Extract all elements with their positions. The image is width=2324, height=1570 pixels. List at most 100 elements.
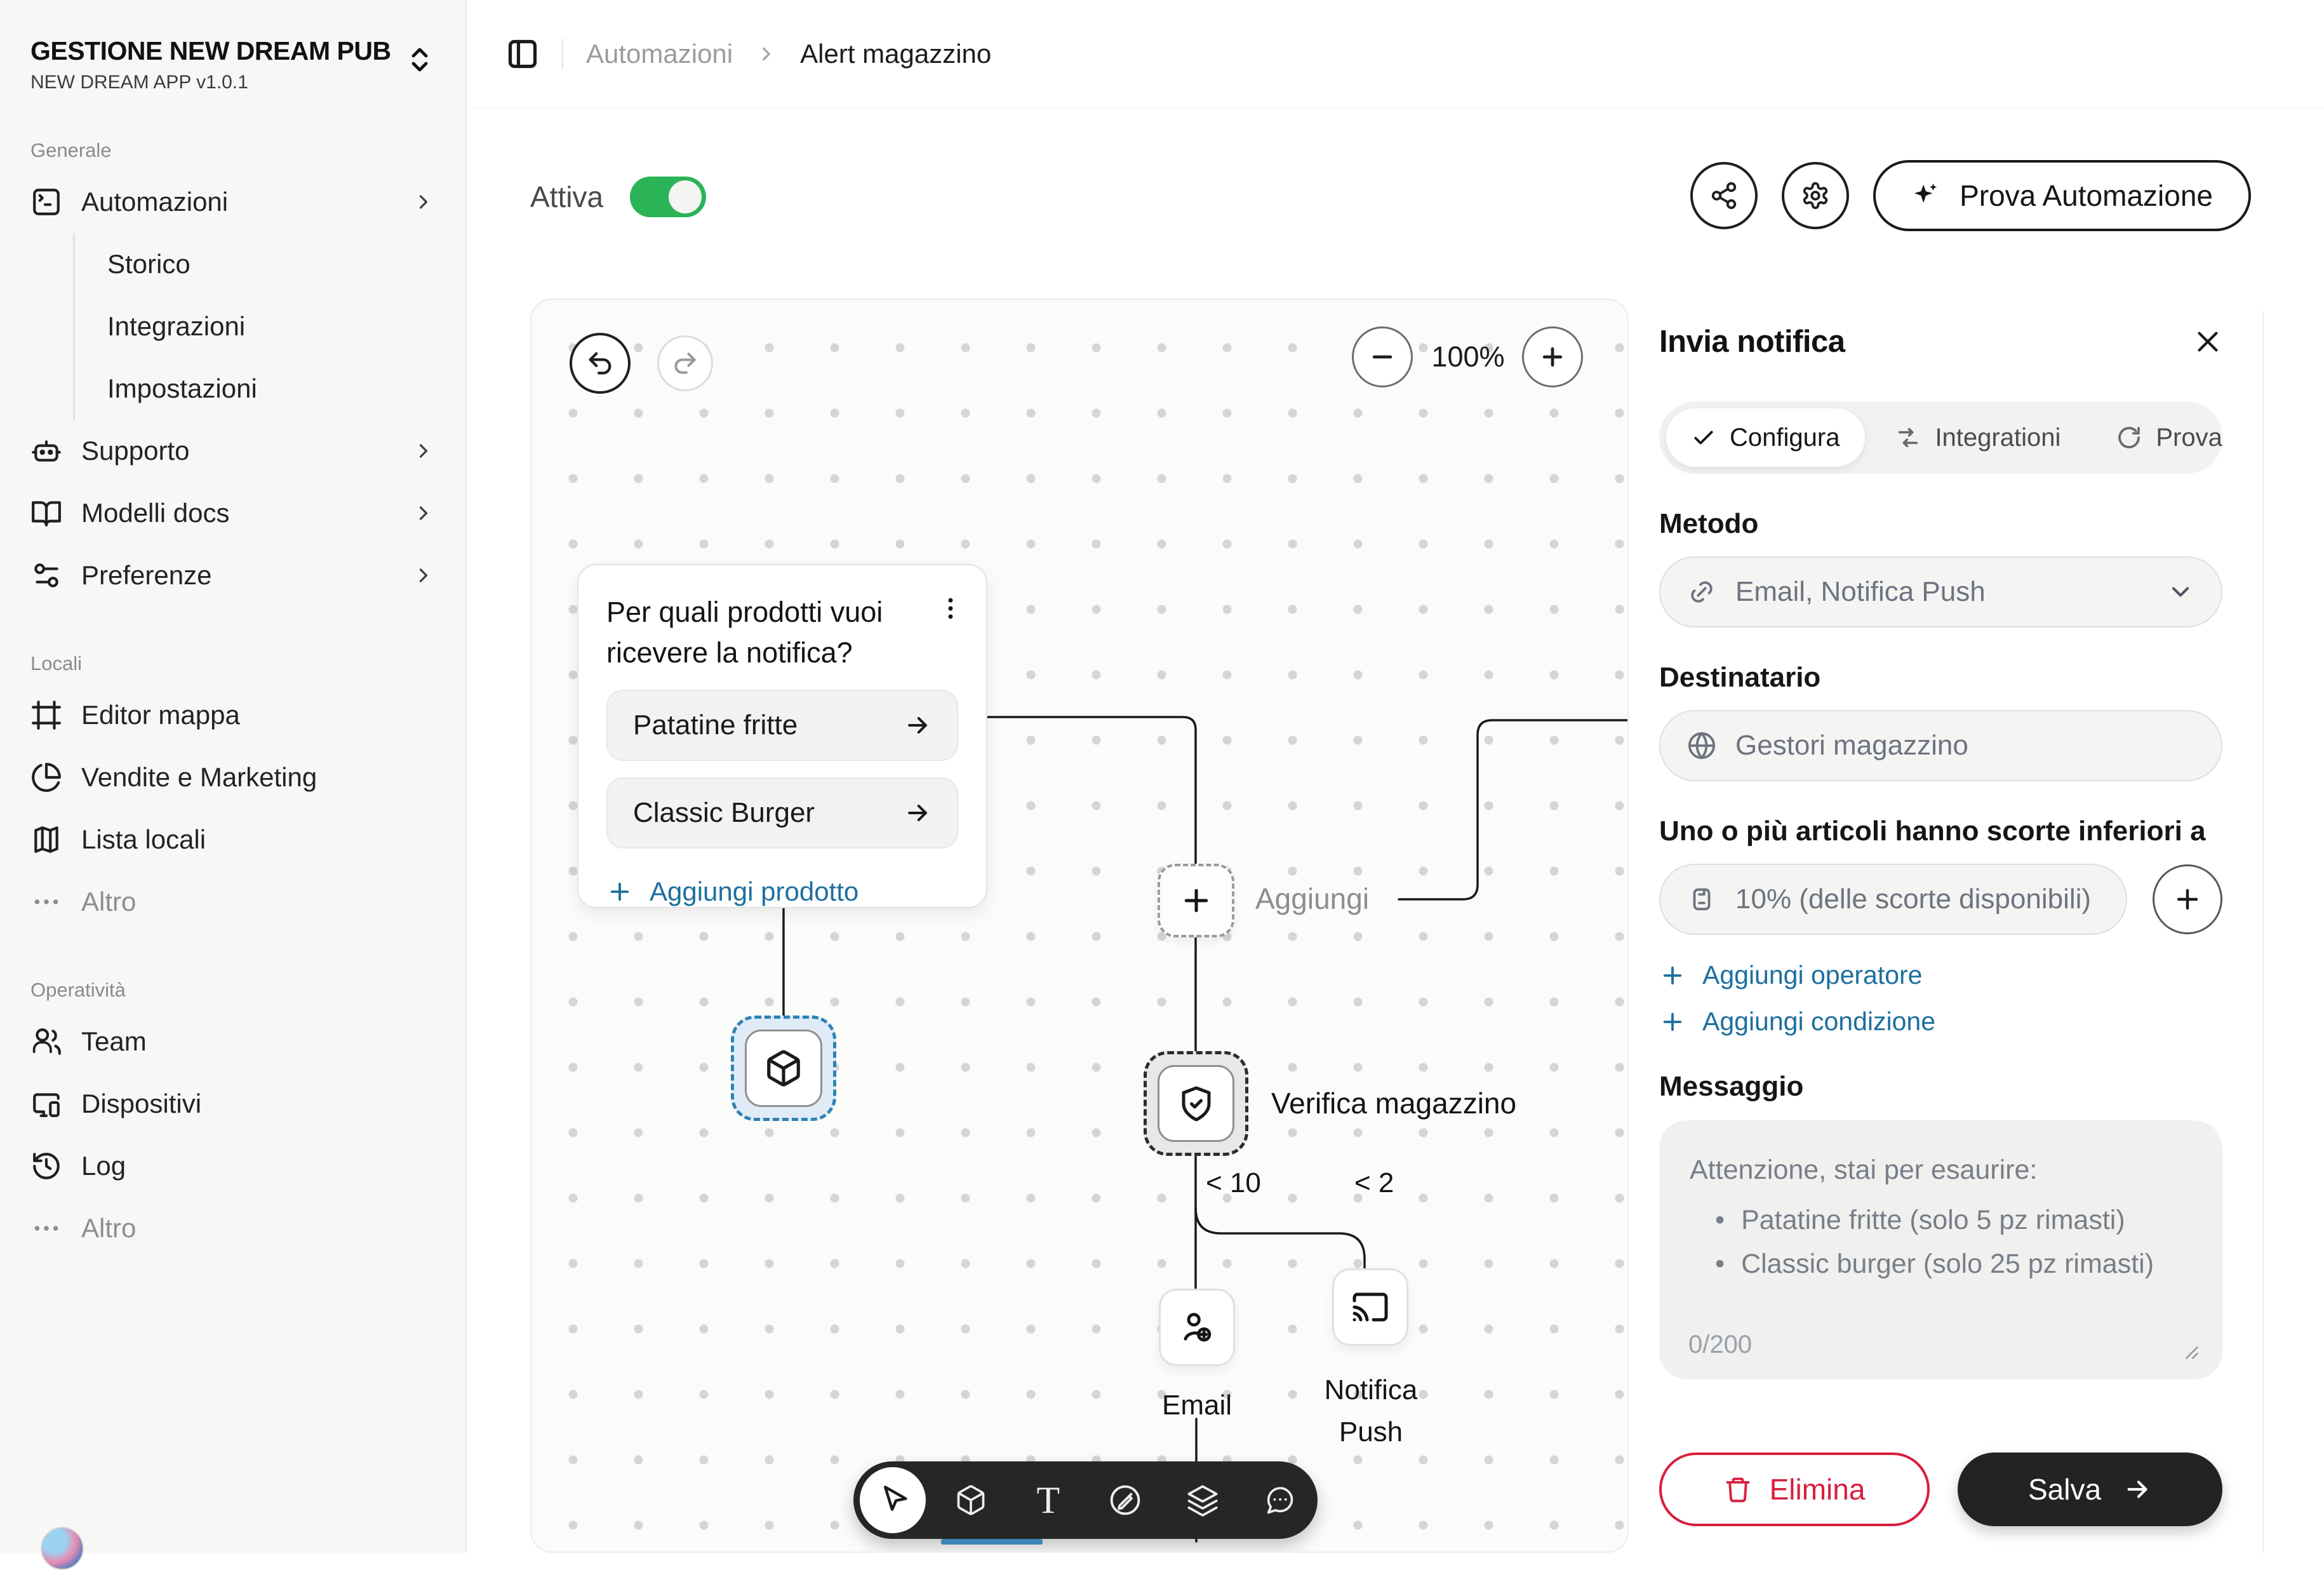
shape-tool[interactable] (939, 1468, 1003, 1532)
users-icon (30, 1026, 62, 1057)
active-label: Attiva (530, 180, 604, 213)
draw-tool[interactable] (1093, 1468, 1157, 1532)
layers-icon (1187, 1485, 1218, 1517)
text-tool[interactable]: T (1017, 1468, 1080, 1532)
zoom-in-button[interactable] (1522, 326, 1583, 387)
settings-button[interactable] (1782, 162, 1850, 229)
sidebar-item-automazioni[interactable]: Automazioni (30, 171, 435, 233)
save-button[interactable]: Salva (1958, 1453, 2222, 1526)
horizontal-scrollbar-thumb[interactable] (941, 1539, 1043, 1545)
delete-button[interactable]: Elimina (1659, 1453, 1930, 1526)
verify-node-body (1158, 1065, 1234, 1142)
condition-input[interactable]: 10% (delle scorte disponibili) (1659, 864, 2127, 935)
tab-integrationi[interactable]: Integrationi (1870, 408, 2086, 467)
add-step-node[interactable] (1158, 864, 1234, 937)
sidebar-item-altro-operativita[interactable]: Altro (30, 1197, 435, 1259)
plus-icon (1663, 966, 1682, 984)
add-product-link[interactable]: Aggiungi prodotto (606, 876, 958, 907)
product-row-burger[interactable]: Classic Burger (606, 777, 958, 849)
text-tool-glyph: T (1036, 1479, 1060, 1521)
resize-handle-icon[interactable] (2179, 1340, 2201, 1362)
layers-tool[interactable] (1171, 1468, 1234, 1532)
sidebar-item-modelli-docs[interactable]: Modelli docs (30, 482, 435, 544)
breadcrumb-current: Alert magazzino (800, 38, 992, 69)
sidebar-item-preferenze[interactable]: Preferenze (30, 544, 435, 607)
workflow-canvas[interactable]: 100% Per quali prodotti vuoi ricevere la… (530, 299, 1629, 1553)
panel-left-toggle-icon[interactable] (506, 37, 539, 70)
product-node-selected[interactable] (731, 1016, 836, 1121)
sidebar-item-storico[interactable]: Storico (107, 249, 190, 279)
verify-stock-label: Verifica magazzino (1271, 1087, 1517, 1120)
panel-scroll-divider (2262, 311, 2264, 1553)
redo-icon (674, 352, 696, 374)
breadcrumb-parent[interactable]: Automazioni (586, 38, 733, 69)
kebab-menu-icon[interactable] (937, 594, 965, 622)
recipient-field[interactable]: Gestori magazzino (1659, 710, 2222, 781)
message-textarea[interactable]: Attenzione, stai per esaurire: •Patatine… (1659, 1120, 2222, 1379)
add-threshold-button[interactable] (2153, 864, 2222, 934)
sidebar-item-dispositivi[interactable]: Dispositivi (30, 1073, 435, 1135)
push-notification-node[interactable] (1332, 1268, 1408, 1346)
chevron-right-icon (412, 564, 435, 587)
arrow-right-icon (908, 804, 927, 821)
product-question-card[interactable]: Per quali prodotti vuoi ricevere la noti… (577, 564, 987, 908)
card-question: Per quali prodotti vuoi ricevere la noti… (606, 596, 883, 669)
sidebar-item-integrazioni[interactable]: Integrazioni (107, 311, 246, 342)
trash-icon (1726, 1477, 1750, 1503)
cube-node-body (745, 1030, 822, 1107)
tab-configura[interactable]: Configura (1666, 408, 1866, 467)
recipient-value: Gestori magazzino (1735, 730, 1968, 761)
cube-icon (958, 1485, 985, 1515)
product-row-patatine[interactable]: Patatine fritte (606, 689, 958, 761)
close-icon[interactable] (2193, 327, 2222, 356)
chevron-right-icon (756, 43, 777, 65)
comment-tool[interactable] (1248, 1468, 1311, 1532)
cursor-icon (883, 1486, 907, 1511)
tab-prova[interactable]: Prova (2091, 408, 2248, 467)
test-automation-button[interactable]: Prova Automazione (1873, 160, 2251, 231)
gear-icon (1803, 182, 1828, 210)
zoom-out-button[interactable] (1352, 326, 1413, 387)
zoom-level: 100% (1431, 340, 1505, 373)
method-select[interactable]: Email, Notifica Push (1659, 556, 2222, 627)
workspace-switcher[interactable]: GESTIONE NEW DREAM PUB NEW DREAM APP v1.… (30, 36, 435, 93)
section-label-operativita: Operatività (30, 979, 126, 1002)
content: Attiva Prova Automazione (467, 108, 2324, 1553)
section-label-locali: Locali (30, 652, 82, 675)
share-button[interactable] (1690, 162, 1758, 229)
sparkle-icon (1914, 183, 1937, 203)
workspace-info: GESTIONE NEW DREAM PUB NEW DREAM APP v1.… (30, 36, 391, 93)
add-operator-link[interactable]: Aggiungi operatore (1659, 960, 2222, 990)
globe-icon (1688, 732, 1716, 760)
active-toggle[interactable] (630, 177, 707, 217)
user-avatar[interactable] (41, 1527, 84, 1570)
sidebar-item-editor-mappa[interactable]: Editor mappa (30, 684, 435, 746)
plus-icon (610, 882, 629, 901)
header-actions: Prova Automazione (1690, 160, 2251, 231)
chevrons-up-down-icon[interactable] (404, 44, 435, 75)
add-step-label: Aggiungi (1255, 882, 1370, 915)
undo-button[interactable] (570, 333, 631, 394)
redo-button[interactable] (657, 335, 713, 391)
sidebar-item-impostazioni[interactable]: Impostazioni (107, 373, 257, 404)
chevron-right-icon (412, 191, 435, 213)
sidebar-item-lista-locali[interactable]: Lista locali (30, 808, 435, 871)
toggle-knob (669, 180, 702, 213)
chevron-right-icon (412, 502, 435, 525)
verify-stock-node[interactable] (1144, 1051, 1248, 1156)
sidebar-item-vendite-marketing[interactable]: Vendite e Marketing (30, 746, 435, 808)
sidebar-item-altro-locali[interactable]: Altro (30, 871, 435, 933)
automation-status-row: Attiva (530, 177, 707, 217)
panel-tabs: Configura Integrationi Prova (1659, 401, 2222, 474)
sidebar-item-log[interactable]: Log (30, 1135, 435, 1197)
method-label: Metodo (1659, 508, 1759, 539)
test-automation-label: Prova Automazione (1960, 179, 2213, 212)
add-condition-link[interactable]: Aggiungi condizione (1659, 1007, 2222, 1037)
app-title: GESTIONE NEW DREAM PUB (30, 36, 391, 65)
cast-icon (1352, 1292, 1388, 1322)
email-node[interactable] (1159, 1289, 1235, 1366)
sidebar-item-team[interactable]: Team (30, 1010, 435, 1073)
cursor-tool[interactable] (860, 1467, 926, 1533)
sidebar-item-supporto[interactable]: Supporto (30, 420, 435, 482)
ellipsis-icon (30, 1212, 62, 1244)
